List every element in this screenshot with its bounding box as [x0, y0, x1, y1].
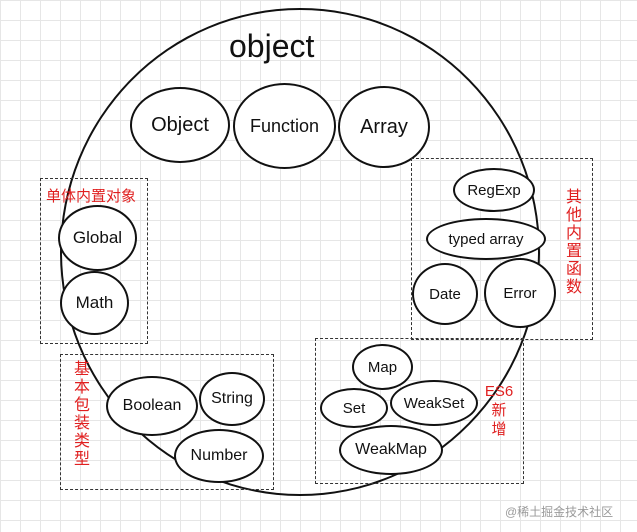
wrapper-types-label-char: 包 — [73, 397, 90, 414]
node-regexp: RegExp — [453, 168, 535, 212]
singleton-builtin-box — [40, 178, 148, 344]
node-regexp-label: RegExp — [467, 181, 521, 199]
node-object-label: Object — [151, 113, 209, 136]
node-number: Number — [174, 429, 264, 483]
node-error-label: Error — [503, 284, 537, 302]
node-array-label: Array — [360, 115, 408, 138]
other-builtin-label: 其 他 内 置 函 数 — [564, 189, 584, 297]
node-weakset: WeakSet — [390, 380, 478, 426]
node-set-label: Set — [342, 399, 366, 417]
node-number-label: Number — [190, 447, 248, 464]
other-builtin-label-char: 其 — [565, 189, 582, 206]
wrapper-types-label-char: 装 — [73, 415, 90, 432]
node-function: Function — [233, 83, 336, 169]
es6-box — [315, 338, 524, 484]
node-string: String — [199, 372, 265, 426]
node-function-label: Function — [249, 115, 320, 136]
node-math-label: Math — [75, 293, 114, 312]
node-boolean: Boolean — [106, 376, 198, 436]
node-map-label: Map — [367, 358, 398, 376]
other-builtin-label-char: 置 — [565, 243, 582, 260]
wrapper-types-label-char: 基 — [73, 361, 90, 378]
node-global: Global — [58, 205, 137, 271]
node-global-label: Global — [72, 228, 123, 247]
node-typed-array: typed array — [426, 218, 546, 260]
wrapper-types-label-char: 型 — [73, 451, 90, 468]
node-typed-array-label: typed array — [448, 230, 524, 248]
es6-label-char: 新 — [491, 402, 507, 419]
wrapper-types-label-char: 类 — [73, 433, 90, 450]
node-math: Math — [60, 271, 129, 335]
node-set: Set — [320, 388, 388, 428]
node-object: Object — [130, 87, 230, 163]
es6-label-char: ES6 — [484, 383, 514, 400]
node-map: Map — [352, 344, 413, 390]
diagram-title: object — [229, 28, 315, 64]
node-date: Date — [412, 263, 478, 325]
node-date-label: Date — [429, 285, 461, 303]
singleton-builtin-label: 单体内置对象 — [46, 188, 137, 205]
node-weakset-label: WeakSet — [403, 394, 465, 412]
other-builtin-label-char: 数 — [565, 279, 582, 296]
other-builtin-box — [411, 158, 593, 340]
wrapper-types-label-char: 本 — [73, 379, 90, 396]
node-error: Error — [484, 258, 556, 328]
node-string-label: String — [211, 390, 253, 407]
node-array: Array — [338, 86, 430, 168]
watermark: @稀土掘金技术社区 — [505, 505, 614, 519]
wrapper-types-box — [60, 354, 274, 490]
es6-label-char: 增 — [491, 421, 507, 438]
other-builtin-label-char: 内 — [565, 225, 582, 242]
node-weakmap-label: WeakMap — [355, 441, 427, 458]
node-boolean-label: Boolean — [122, 397, 182, 414]
es6-label: ES6 新 增 — [484, 382, 514, 439]
node-weakmap: WeakMap — [339, 425, 443, 475]
other-builtin-label-char: 他 — [565, 207, 582, 224]
wrapper-types-label: 基 本 包 装 类 型 — [72, 361, 92, 469]
other-builtin-label-char: 函 — [565, 261, 582, 278]
